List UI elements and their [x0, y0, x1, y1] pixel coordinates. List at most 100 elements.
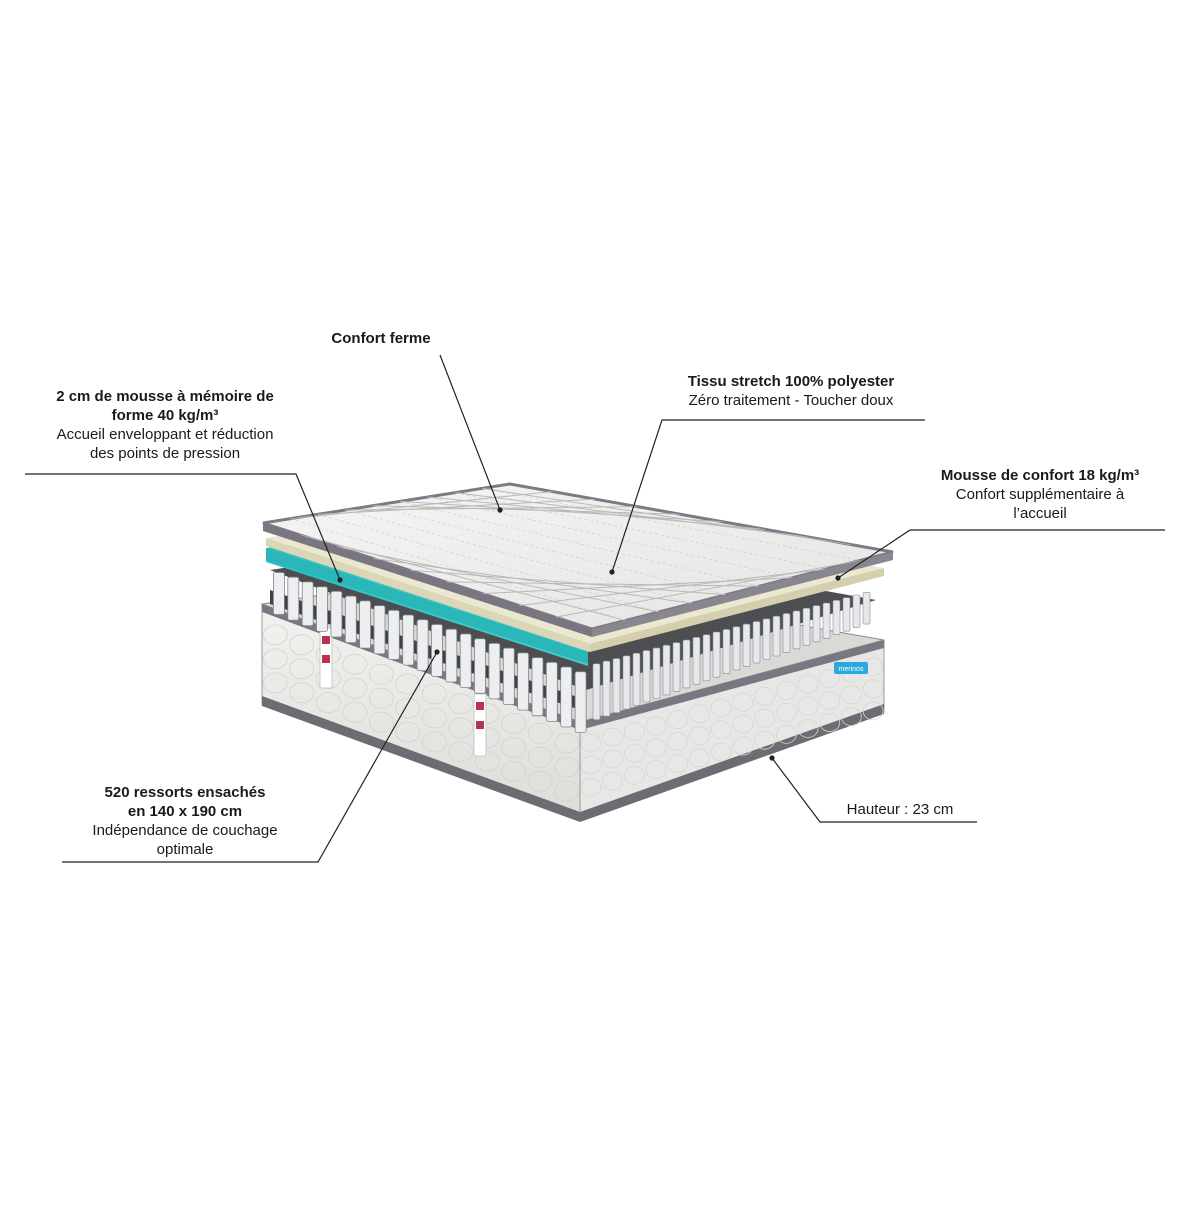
callout-confort-ferme: Confort ferme — [300, 329, 462, 348]
base-quilt-cell — [841, 685, 862, 705]
quilt-stitch — [555, 560, 860, 618]
comfort-foam-teal-edge — [266, 548, 588, 664]
quilt-stitch — [482, 577, 793, 595]
spring-pocket-front — [402, 614, 415, 666]
quilt-stitch — [317, 498, 596, 515]
base-quilt-cell — [501, 737, 527, 758]
base-quilt-cell — [580, 777, 602, 797]
quilt-stitch-fine — [400, 501, 760, 587]
callout-ressorts-desc-line-2: optimale — [156, 841, 214, 858]
callout-tissu-stretch: Tissu stretch 100% polyester Zéro traite… — [655, 372, 927, 410]
spring-pocket-right — [792, 610, 801, 650]
leader-lines — [25, 354, 1165, 863]
base-quilt-cell — [862, 679, 884, 699]
base-handle-label-1 — [319, 627, 333, 689]
base-quilt-cell — [289, 658, 315, 680]
spring-pocket-front — [517, 652, 529, 711]
base-quilt-cell — [395, 673, 421, 695]
base-quilt-cell — [342, 702, 368, 723]
base-quilt-cell — [645, 716, 667, 735]
leader-line-mousse — [837, 529, 1165, 579]
quilt-stitch — [409, 569, 726, 596]
quilt-stitch — [299, 534, 626, 621]
base-quilt-cell — [862, 701, 884, 721]
base-quilt-cell — [262, 624, 288, 646]
spring-pocket-right — [752, 621, 761, 664]
callout-mousse-confort: Mousse de confort 18 kg/m³ Confort suppl… — [910, 466, 1170, 523]
spring-pocket-front — [502, 647, 515, 705]
spring-pocket-right — [722, 629, 731, 675]
base-quilt-cell — [754, 686, 775, 706]
base-quilt-cell — [448, 717, 474, 739]
base-quilt-cell — [797, 719, 819, 738]
brand-badge-text: merinos — [839, 666, 864, 673]
spring-pocket-right — [612, 658, 621, 714]
spring-pocket-front — [301, 581, 314, 627]
leader-dot-tissu — [609, 569, 615, 575]
spring-pocket-front — [416, 619, 429, 672]
base-top-band-right — [580, 640, 884, 730]
spring-pocket-right — [692, 636, 701, 685]
base-bottom-band-right — [580, 704, 884, 822]
callout-ressorts-desc-line-1: Indépendance de couchage — [92, 822, 278, 839]
base-quilt-cell — [732, 692, 754, 712]
base-quilt-cell — [421, 683, 447, 705]
callout-memory-title-line-2: forme 40 kg/m³ — [111, 407, 219, 424]
base-quilt-cell — [501, 761, 527, 782]
spring-pocket-right — [832, 599, 841, 635]
spring-pocket-front — [287, 576, 300, 621]
spring-pocket-right — [842, 597, 851, 632]
quilt-stitch — [290, 491, 553, 520]
spring-pocket-right — [632, 652, 641, 706]
spring-pocket-right — [712, 631, 721, 678]
base-quilt-cell — [421, 707, 447, 729]
base-quilt-cell — [754, 708, 775, 728]
spring-pocket-right — [702, 634, 711, 682]
quilt-stitch — [445, 581, 760, 587]
top-cover-edge — [263, 523, 592, 637]
quilt-stitch-fine — [427, 496, 793, 578]
spring-pocket-front — [387, 609, 400, 660]
quilt-stitch — [455, 492, 808, 538]
memory-foam-edge — [266, 538, 590, 652]
leader-line-memory — [25, 473, 341, 581]
spring-columns-right — [592, 592, 871, 721]
callout-memory-desc-line-2: des points de pression — [89, 445, 241, 462]
spring-pocket-front — [545, 661, 558, 722]
spring-pocket-front — [272, 572, 285, 615]
callout-ressorts: 520 ressorts ensachés en 140 x 190 cm In… — [50, 783, 320, 859]
base-quilt-cell — [501, 713, 527, 734]
spring-pocket-front — [359, 600, 372, 649]
spring-pocket-right — [592, 663, 601, 721]
base-quilt-cell — [448, 741, 474, 763]
base-quilt-cell — [262, 672, 288, 694]
base-quilt-cell — [775, 725, 797, 744]
base-quilt-cell — [667, 754, 689, 773]
spring-pocket-right — [652, 647, 661, 699]
quilt-stitch — [518, 568, 827, 606]
spring-pocket-front — [330, 591, 343, 638]
base-quilt-cell — [667, 710, 689, 729]
spring-pocket-front — [445, 628, 458, 683]
base-quilt-cell — [395, 721, 421, 743]
base-quilt-cell — [602, 749, 623, 769]
base-quilt-cell — [754, 730, 775, 750]
base-quilt-cell — [689, 726, 710, 746]
base-quilt-cell — [710, 698, 732, 718]
spring-pocket-right — [862, 592, 871, 625]
spring-pocket-right — [622, 655, 631, 710]
spring-pocket-right — [662, 644, 671, 696]
callout-memory-foam: 2 cm de mousse à mémoire de forme 40 kg/… — [20, 387, 310, 463]
spring-pocket-right — [762, 618, 771, 660]
base-quilt-cell — [554, 732, 580, 754]
base-quilt-cell — [527, 746, 553, 768]
base-quilt-cell — [448, 693, 474, 715]
base-quilt-cell — [342, 678, 368, 699]
base-quilt-cell — [667, 732, 689, 751]
base-quilt-cell — [645, 760, 667, 779]
callout-ressorts-title-line-1: 520 ressorts ensachés — [104, 784, 266, 801]
base-quilt-cell — [775, 681, 797, 700]
spring-pocket-right — [682, 639, 691, 689]
